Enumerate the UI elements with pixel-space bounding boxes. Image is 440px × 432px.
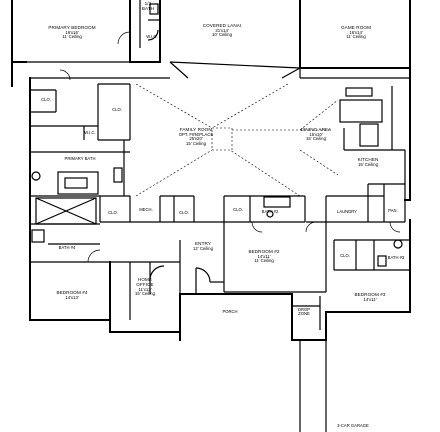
bedroom3-label: BEDROOM #3 14'x11' <box>354 292 386 302</box>
room-dims: 11'x13' <box>138 286 152 292</box>
primary-bedroom-label: PRIMARY BEDROOM 16'x16' 11' Ceiling <box>48 25 96 40</box>
clo-f-label: CLO. <box>340 253 350 258</box>
clo-b-label: CLO. <box>112 107 122 112</box>
half-bath-label: 1/2 BATH <box>141 1 155 12</box>
clo-d-label: CLO. <box>179 210 189 215</box>
room-name: BEDROOM #4 <box>56 290 88 295</box>
laundry-label: LAUNDRY <box>337 209 357 214</box>
clo-c-label: CLO. <box>108 210 118 215</box>
room-ceiling: 11' Ceiling <box>62 34 82 40</box>
room-dims: 14'x13' <box>65 294 79 300</box>
bedroom2-label: BEDROOM #2 14'x11' 11' Ceiling <box>248 249 280 264</box>
room-dims: 15'x10' <box>309 131 323 137</box>
room-name: PRIMARY BEDROOM <box>48 25 96 30</box>
room-name: FAMILY ROOM <box>179 127 213 132</box>
room-ceiling: 12' Ceiling <box>193 245 213 251</box>
primary-bath-label: PRIMARY BATH <box>64 156 96 161</box>
room-name: BEDROOM #3 <box>354 292 386 297</box>
room-dims: 14'x11' <box>363 296 377 302</box>
bedroom4-label: BEDROOM #4 14'x13' <box>56 290 88 300</box>
entry-label: ENTRY 12' Ceiling <box>193 241 213 251</box>
room-dims: 21'x14' <box>215 27 229 33</box>
room-name: ENTRY <box>195 241 211 246</box>
dining-area-label: DINING AREA 15'x10' 15' Ceiling <box>300 127 332 142</box>
pantry-label: PAN. <box>388 208 398 213</box>
room-name: GAME ROOM <box>341 25 371 30</box>
family-room-label: FAMILY ROOM OPT. FIREPLACE 25'x20' 15' C… <box>178 127 214 146</box>
kitchen-label: KITCHEN 15' Ceiling <box>357 157 379 167</box>
mech-label: MECH. <box>139 207 153 212</box>
room-name: KITCHEN <box>357 157 379 162</box>
wic-top-label: W.I.C. <box>146 34 158 39</box>
room-ceiling: 15' Ceiling <box>186 140 206 146</box>
game-room-label: GAME ROOM 16'x14' 11' Ceiling <box>341 25 371 40</box>
covered-lanai-label: COVERED LANAI 21'x14' 10' Ceiling <box>202 23 242 38</box>
room-ceiling: 11' Ceiling <box>346 34 366 40</box>
room-dims: 16'x16' <box>65 29 79 35</box>
room-name: COVERED LANAI <box>202 23 242 28</box>
clo-e-label: CLO. <box>233 207 243 212</box>
room-ceiling: 11' Ceiling <box>254 258 274 264</box>
room-ceiling: 15' Ceiling <box>306 136 326 142</box>
bath4-label: BATH #4 <box>58 245 76 250</box>
clo-a-label: CLO. <box>41 97 51 102</box>
room-name: 1/2 <box>144 1 152 6</box>
room-name: DINING AREA <box>300 127 332 132</box>
room-ceiling: 10' Ceiling <box>212 32 232 38</box>
wic-mid-label: W.I.C. <box>84 130 96 135</box>
room-name: HOME OFFICE <box>136 277 154 287</box>
bath2-label: BATH #2 <box>261 209 279 214</box>
home-office-label: HOME OFFICE 11'x13' 15' Ceiling <box>133 277 157 297</box>
room-opt: OPT. FIREPLACE <box>178 131 214 137</box>
porch-label: PORCH <box>222 309 238 314</box>
room-name: BEDROOM #2 <box>248 249 280 254</box>
room-dims: 14'x11' <box>257 253 271 259</box>
room-dims: 25'x20' <box>189 136 203 142</box>
room-dims: 16'x14' <box>349 29 363 35</box>
room-sub: BATH <box>141 5 155 11</box>
garage-label: 3-CAR GARAGE <box>337 423 369 428</box>
room-ceiling: 15' Ceiling <box>135 291 155 297</box>
drop-zone-label: DROP ZONE <box>297 307 311 317</box>
bath3-label: BATH #3 <box>387 255 405 260</box>
room-ceiling: 15' Ceiling <box>358 161 378 167</box>
